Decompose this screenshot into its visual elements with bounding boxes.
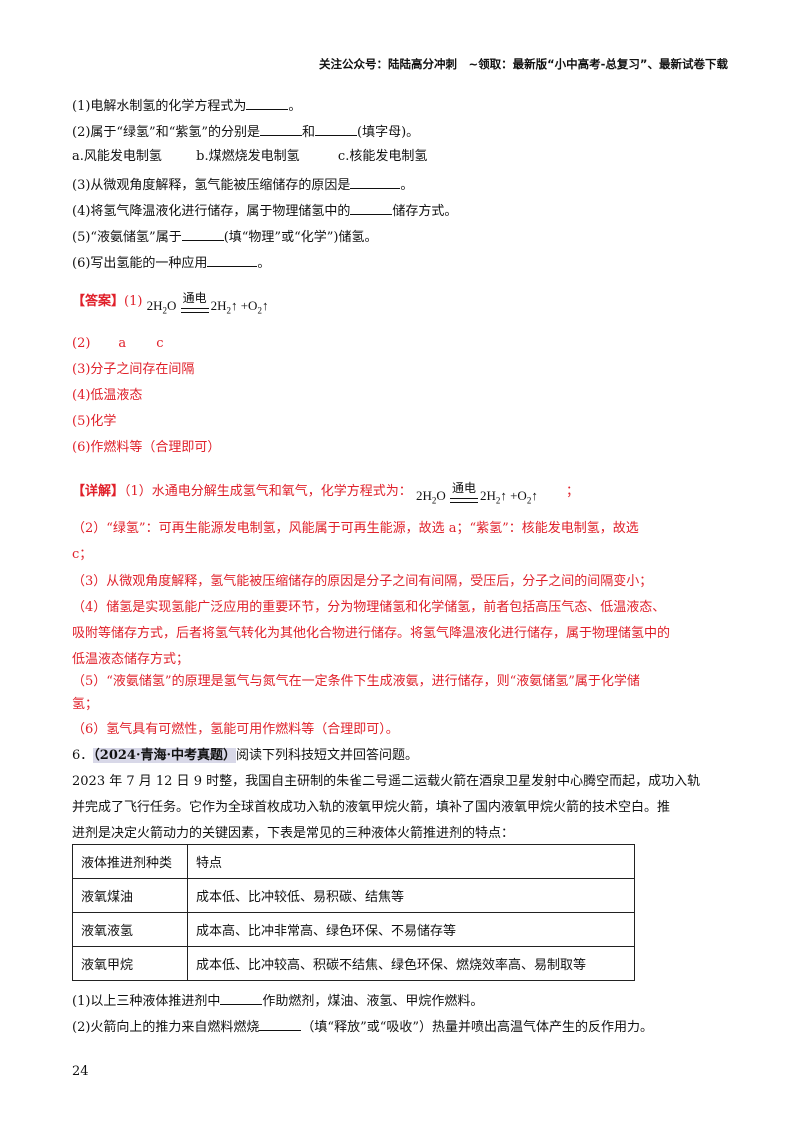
equals-sign	[449, 497, 478, 503]
detail-4-line-3: 低温液态储存方式；	[72, 652, 190, 667]
table-header-row: 液体推进剂种类 特点	[72, 844, 635, 879]
answer-6: (6)作燃料等（合理即可）	[72, 440, 221, 455]
answer-blank	[260, 121, 302, 136]
table-cell: 成本高、比冲非常高、绿色环保、不易储存等	[187, 912, 635, 947]
question-3: (3)从微观角度解释，氢气能被压缩储存的原因是。	[72, 174, 413, 196]
detail-5-line-2: 氢；	[72, 697, 99, 712]
page-number: 24	[72, 1064, 89, 1079]
equals-sign	[180, 307, 209, 313]
detail-2-line-1: （2）“绿氢”：可再生能源发电制氢，风能属于可再生能源，故选 a；“紫氢”：核能…	[72, 521, 639, 536]
detail-4-line-1: （4）储氢是实现氢能广泛应用的重要环节，分为物理储氢和化学储氢，前者包括高压气态…	[72, 600, 666, 615]
table-cell: 液氧煤油	[72, 878, 188, 913]
detail-label: 【详解】	[72, 484, 125, 499]
detail-1: 【详解】（1）水通电分解生成氢气和氧气，化学方程式为： 2H2O 通电 2H2↑…	[72, 481, 579, 506]
question-1: (1)电解水制氢的化学方程式为。	[72, 95, 301, 117]
answer-3: (3)分子之间存在间隔	[72, 362, 195, 377]
table-cell: 液氧液氢	[72, 912, 188, 947]
detail-5-line-1: （5）“液氨储氢”的原理是氢气与氮气在一定条件下生成液氨，进行储存，则“液氨储氢…	[72, 674, 640, 689]
sub-question-2: (2)火箭向上的推力来自燃料燃烧（填“释放”或“吸收”）热量并喷出高温气体产生的…	[72, 1016, 653, 1038]
answer-blank	[350, 200, 393, 215]
question-2: (2)属于“绿氢”和“紫氢”的分别是和(填字母)。	[72, 121, 419, 143]
table-header-cell: 液体推进剂种类	[72, 844, 188, 879]
reaction-condition: 通电	[451, 480, 476, 495]
answer-blank	[315, 121, 358, 136]
table-row: 液氧甲烷 成本低、比冲较高、积碳不结焦、绿色环保、燃烧效率高、易制取等	[72, 946, 635, 981]
table-cell: 成本低、比冲较低、易积碳、结焦等	[187, 878, 635, 913]
detail-2-line-2: c；	[72, 547, 93, 562]
question-5: (5)“液氨储氢”属于(填“物理”或“化学”)储氢。	[72, 226, 377, 248]
question-6-title: 6．（2024·青海·中考真题）阅读下列科技短文并回答问题。	[72, 748, 419, 763]
detail-3: （3）从微观角度解释，氢气能被压缩储存的原因是分子之间有间隔，受压后，分子之间的…	[72, 574, 653, 589]
answer-blank	[207, 252, 258, 267]
answer-blank	[181, 226, 224, 241]
answer-1: 【答案】(1) 2H2O 通电 2H2↑ +O2↑	[72, 291, 297, 316]
table-cell: 成本低、比冲较高、积碳不结焦、绿色环保、燃烧效率高、易制取等	[187, 946, 635, 981]
sub-question-1: (1)以上三种液体推进剂中作助燃剂，煤油、液氢、甲烷作燃料。	[72, 990, 483, 1012]
source-tag: （2024·青海·中考真题）	[93, 748, 237, 763]
answer-blank	[350, 174, 401, 189]
answer-blank	[246, 95, 289, 110]
answer-blank	[259, 1016, 302, 1031]
question-2-options: a.风能发电制氢 b.煤燃烧发电制氢 c.核能发电制氢	[72, 149, 428, 164]
propellant-table: 液体推进剂种类 特点 液氧煤油 成本低、比冲较低、易积碳、结焦等 液氧液氢 成本…	[72, 844, 635, 981]
passage-line-3: 进剂是决定火箭动力的关键因素，下表是常见的三种液体火箭推进剂的特点：	[72, 826, 515, 841]
reaction-condition: 通电	[182, 290, 207, 305]
answer-5: (5)化学	[72, 414, 117, 429]
answer-blank	[220, 990, 263, 1005]
question-6: (6)写出氢能的一种应用。	[72, 252, 270, 274]
passage-line-2: 并完成了飞行任务。它作为全球首枚成功入轨的液氧甲烷火箭，填补了国内液氧甲烷火箭的…	[72, 800, 671, 815]
detail-4-line-2: 吸附等储存方式，后者将氢气转化为其他化合物进行储存。将氢气降温液化进行储存，属于…	[72, 626, 671, 641]
table-cell: 液氧甲烷	[72, 946, 188, 981]
table-header-cell: 特点	[187, 844, 635, 879]
detail-6: （6）氢气具有可燃性，氢能可用作燃料等（合理即可）。	[72, 722, 399, 737]
table-row: 液氧液氢 成本高、比冲非常高、绿色环保、不易储存等	[72, 912, 635, 947]
question-4: (4)将氢气降温液化进行储存，属于物理储氢中的储存方式。	[72, 200, 457, 222]
answer-4: (4)低温液态	[72, 388, 143, 403]
table-row: 液氧煤油 成本低、比冲较低、易积碳、结焦等	[72, 878, 635, 913]
page-header: 关注公众号：陆陆高分冲刺 ~领取：最新版“小中高考-总复习”、最新试卷下载	[318, 57, 728, 71]
answer-label: 【答案】	[72, 294, 125, 309]
passage-line-1: 2023 年 7 月 12 日 9 时整，我国自主研制的朱雀二号遥二运载火箭在酒…	[72, 774, 701, 789]
